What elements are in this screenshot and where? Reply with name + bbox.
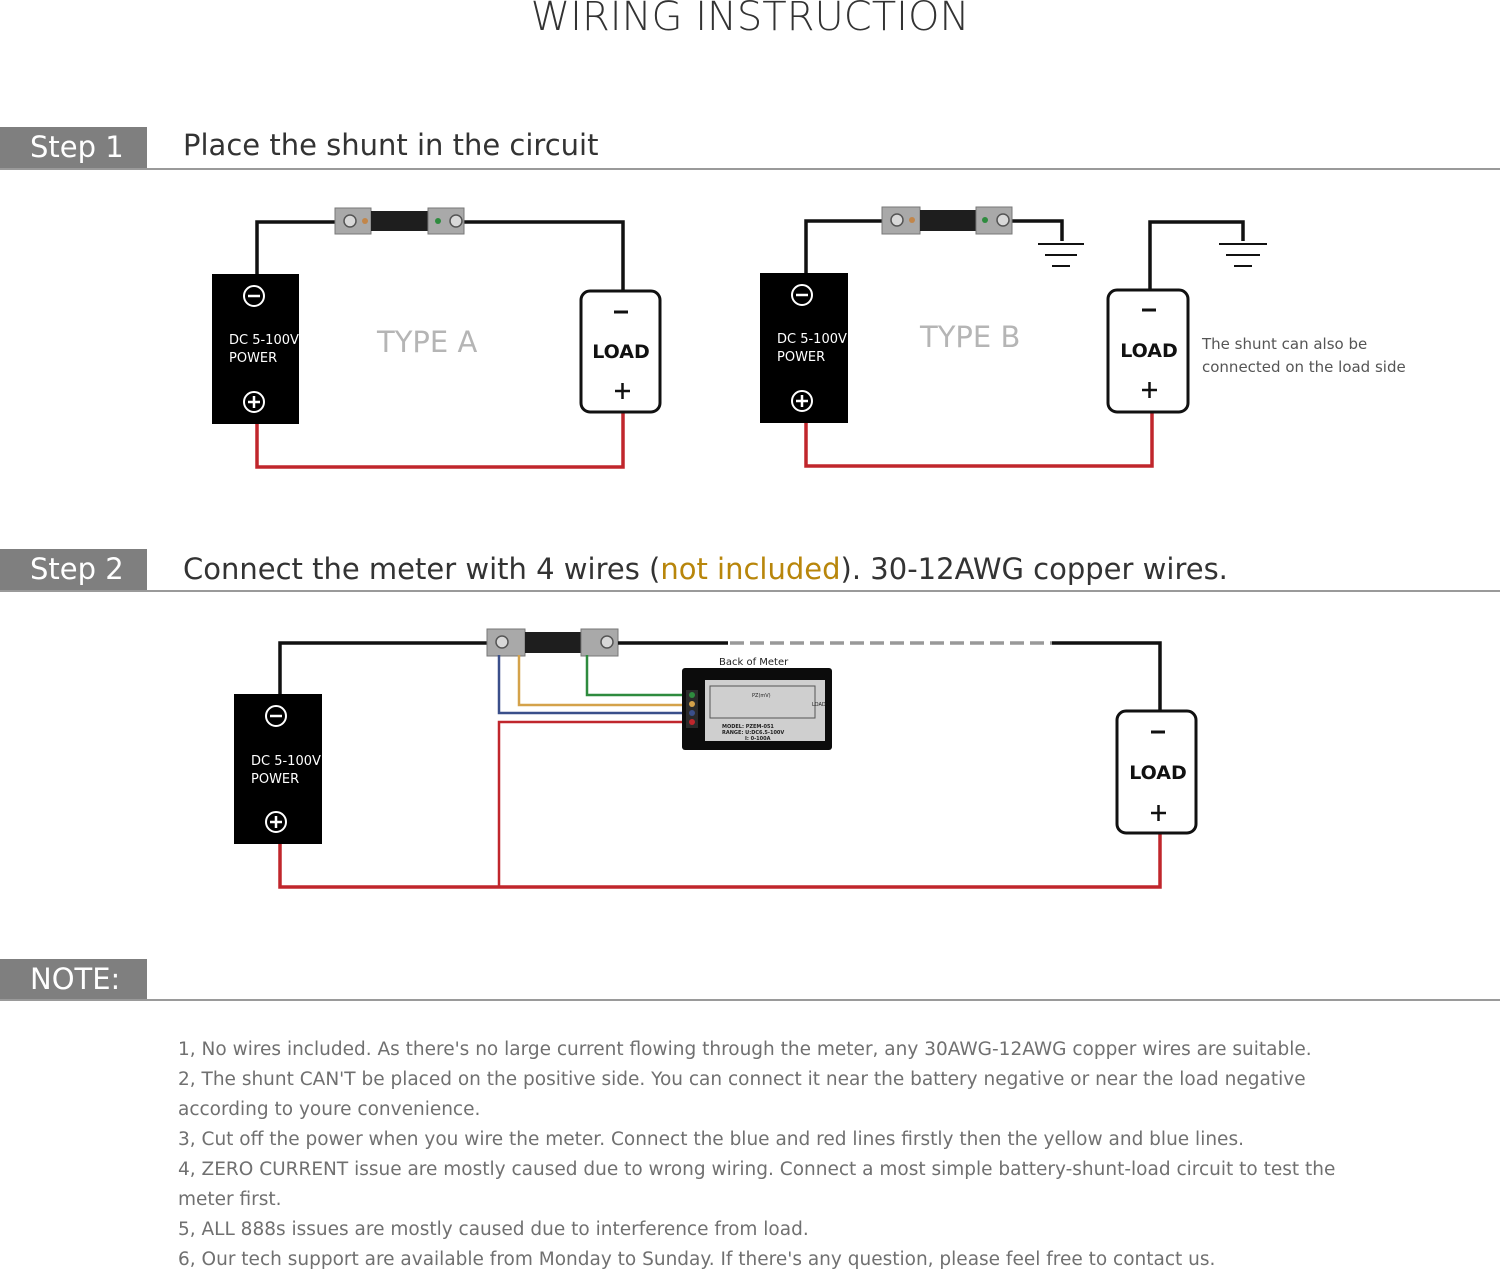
note-item-6: 6, Our tech support are available from M… [178, 1249, 1216, 1270]
type-b-power-label-2: POWER [777, 350, 825, 365]
meter-model-text: MODEL: PZEM-051 [722, 724, 774, 730]
type-a-load-plus-icon [615, 383, 630, 399]
type-a-negative-wire-left [255, 220, 338, 275]
meter-range2-text: I: 0-100A [745, 736, 771, 742]
page-title: WIRING INSTRUCTION [530, 0, 970, 40]
type-a-shunt [334, 207, 465, 235]
type-b-negative-wire-left [804, 219, 887, 273]
type-a-plus-terminal-icon [243, 391, 265, 413]
step2-load-label: LOAD [1129, 762, 1187, 784]
meter-load-text: LOAD [812, 702, 826, 708]
type-b-power-label-1: DC 5-100V [777, 332, 847, 347]
note-tab: NOTE: [0, 959, 147, 1001]
meter-pzem-text: PZ(mV) [752, 693, 771, 699]
step2-power-block [234, 694, 322, 844]
note-item-3: 3, Cut off the power when you wire the m… [178, 1129, 1244, 1150]
step2-divider [147, 590, 1500, 592]
step2-blue-wire [497, 655, 690, 715]
note-item-5: 5, ALL 888s issues are mostly caused due… [178, 1219, 809, 1240]
step2-tab: Step 2 [0, 549, 147, 591]
step2-positive-wire [278, 833, 1162, 889]
type-b-load-block [1106, 288, 1190, 414]
type-b-label: TYPE B [919, 320, 1020, 354]
type-b-shunt-ground-wire [1000, 219, 1064, 241]
step2-red-sense-wire [497, 720, 690, 887]
step2-power-label-2: POWER [251, 772, 299, 787]
step2-heading-before: Connect the meter with 4 wires ( [183, 552, 661, 586]
type-b-ground-icon-2 [1219, 243, 1267, 267]
step2-load-plus-icon [1151, 805, 1166, 821]
type-a-power-block [212, 274, 299, 424]
type-b-side-note: The shunt can also be connected on the l… [1202, 335, 1406, 376]
type-a-positive-wire [255, 413, 625, 469]
type-b-load-label: LOAD [1120, 340, 1178, 362]
type-b-positive-wire [804, 412, 1154, 468]
step1-divider [147, 168, 1500, 170]
type-a-load-label: LOAD [592, 341, 650, 363]
step2-green-wire [585, 655, 690, 697]
type-b-minus-terminal-icon [791, 284, 813, 306]
step1-tab: Step 1 [0, 127, 147, 169]
step1-divider-left [0, 168, 147, 170]
step2-heading: Connect the meter with 4 wires (not incl… [183, 552, 1228, 586]
step2-negative-wire-left [278, 641, 490, 695]
type-b-ground-icon-1 [1038, 243, 1084, 267]
step2-load-block [1115, 709, 1198, 835]
step2-plus-terminal-icon [265, 811, 287, 833]
type-a-power-label-1: DC 5-100V [229, 333, 299, 348]
note-divider-left [0, 999, 147, 1001]
type-a-circuit: DC 5-100V POWER TYPE A LOAD [212, 207, 662, 469]
note-divider [147, 999, 1500, 1001]
step2-shunt [486, 628, 619, 657]
note-item-4: 4, ZERO CURRENT issue are mostly caused … [178, 1159, 1336, 1210]
step2-power-label-1: DC 5-100V [251, 754, 321, 769]
type-a-minus-terminal-icon [243, 285, 265, 307]
step2-heading-highlight: not included [660, 552, 841, 586]
type-a-power-label-2: POWER [229, 351, 277, 366]
type-b-load-plus-icon [1142, 382, 1157, 398]
meter-range1-text: RANGE: U:DC6.5-100V [722, 730, 784, 736]
step2-negative-wire-right [1052, 641, 1162, 712]
type-a-load-block [579, 289, 662, 414]
step2-circuit: Back of Meter PZ(mV) LOAD MODEL: PZEM-05… [234, 628, 1198, 889]
step2-heading-after: ). 30-12AWG copper wires. [840, 552, 1228, 586]
type-a-label: TYPE A [376, 325, 477, 359]
meter-back: PZ(mV) LOAD MODEL: PZEM-051 RANGE: U:DC6… [682, 668, 832, 750]
type-b-plus-terminal-icon [791, 390, 813, 412]
type-a-negative-wire-right [452, 220, 625, 292]
step1-heading: Place the shunt in the circuit [183, 128, 599, 162]
type-b-power-block [760, 273, 848, 423]
note-item-2: 2, The shunt CAN'T be placed on the posi… [178, 1069, 1306, 1120]
step2-divider-left [0, 590, 147, 592]
back-of-meter-label: Back of Meter [719, 657, 789, 668]
note-item-1: 1, No wires included. As there's no larg… [178, 1039, 1312, 1060]
notes-list: 1, No wires included. As there's no larg… [178, 1035, 1388, 1275]
type-b-shunt [881, 206, 1013, 235]
type-b-circuit: DC 5-100V POWER TYPE B LOAD [760, 206, 1267, 468]
step2-yellow-wire [517, 655, 690, 707]
type-b-load-ground-wire [1148, 220, 1245, 290]
step2-minus-terminal-icon [265, 705, 287, 727]
